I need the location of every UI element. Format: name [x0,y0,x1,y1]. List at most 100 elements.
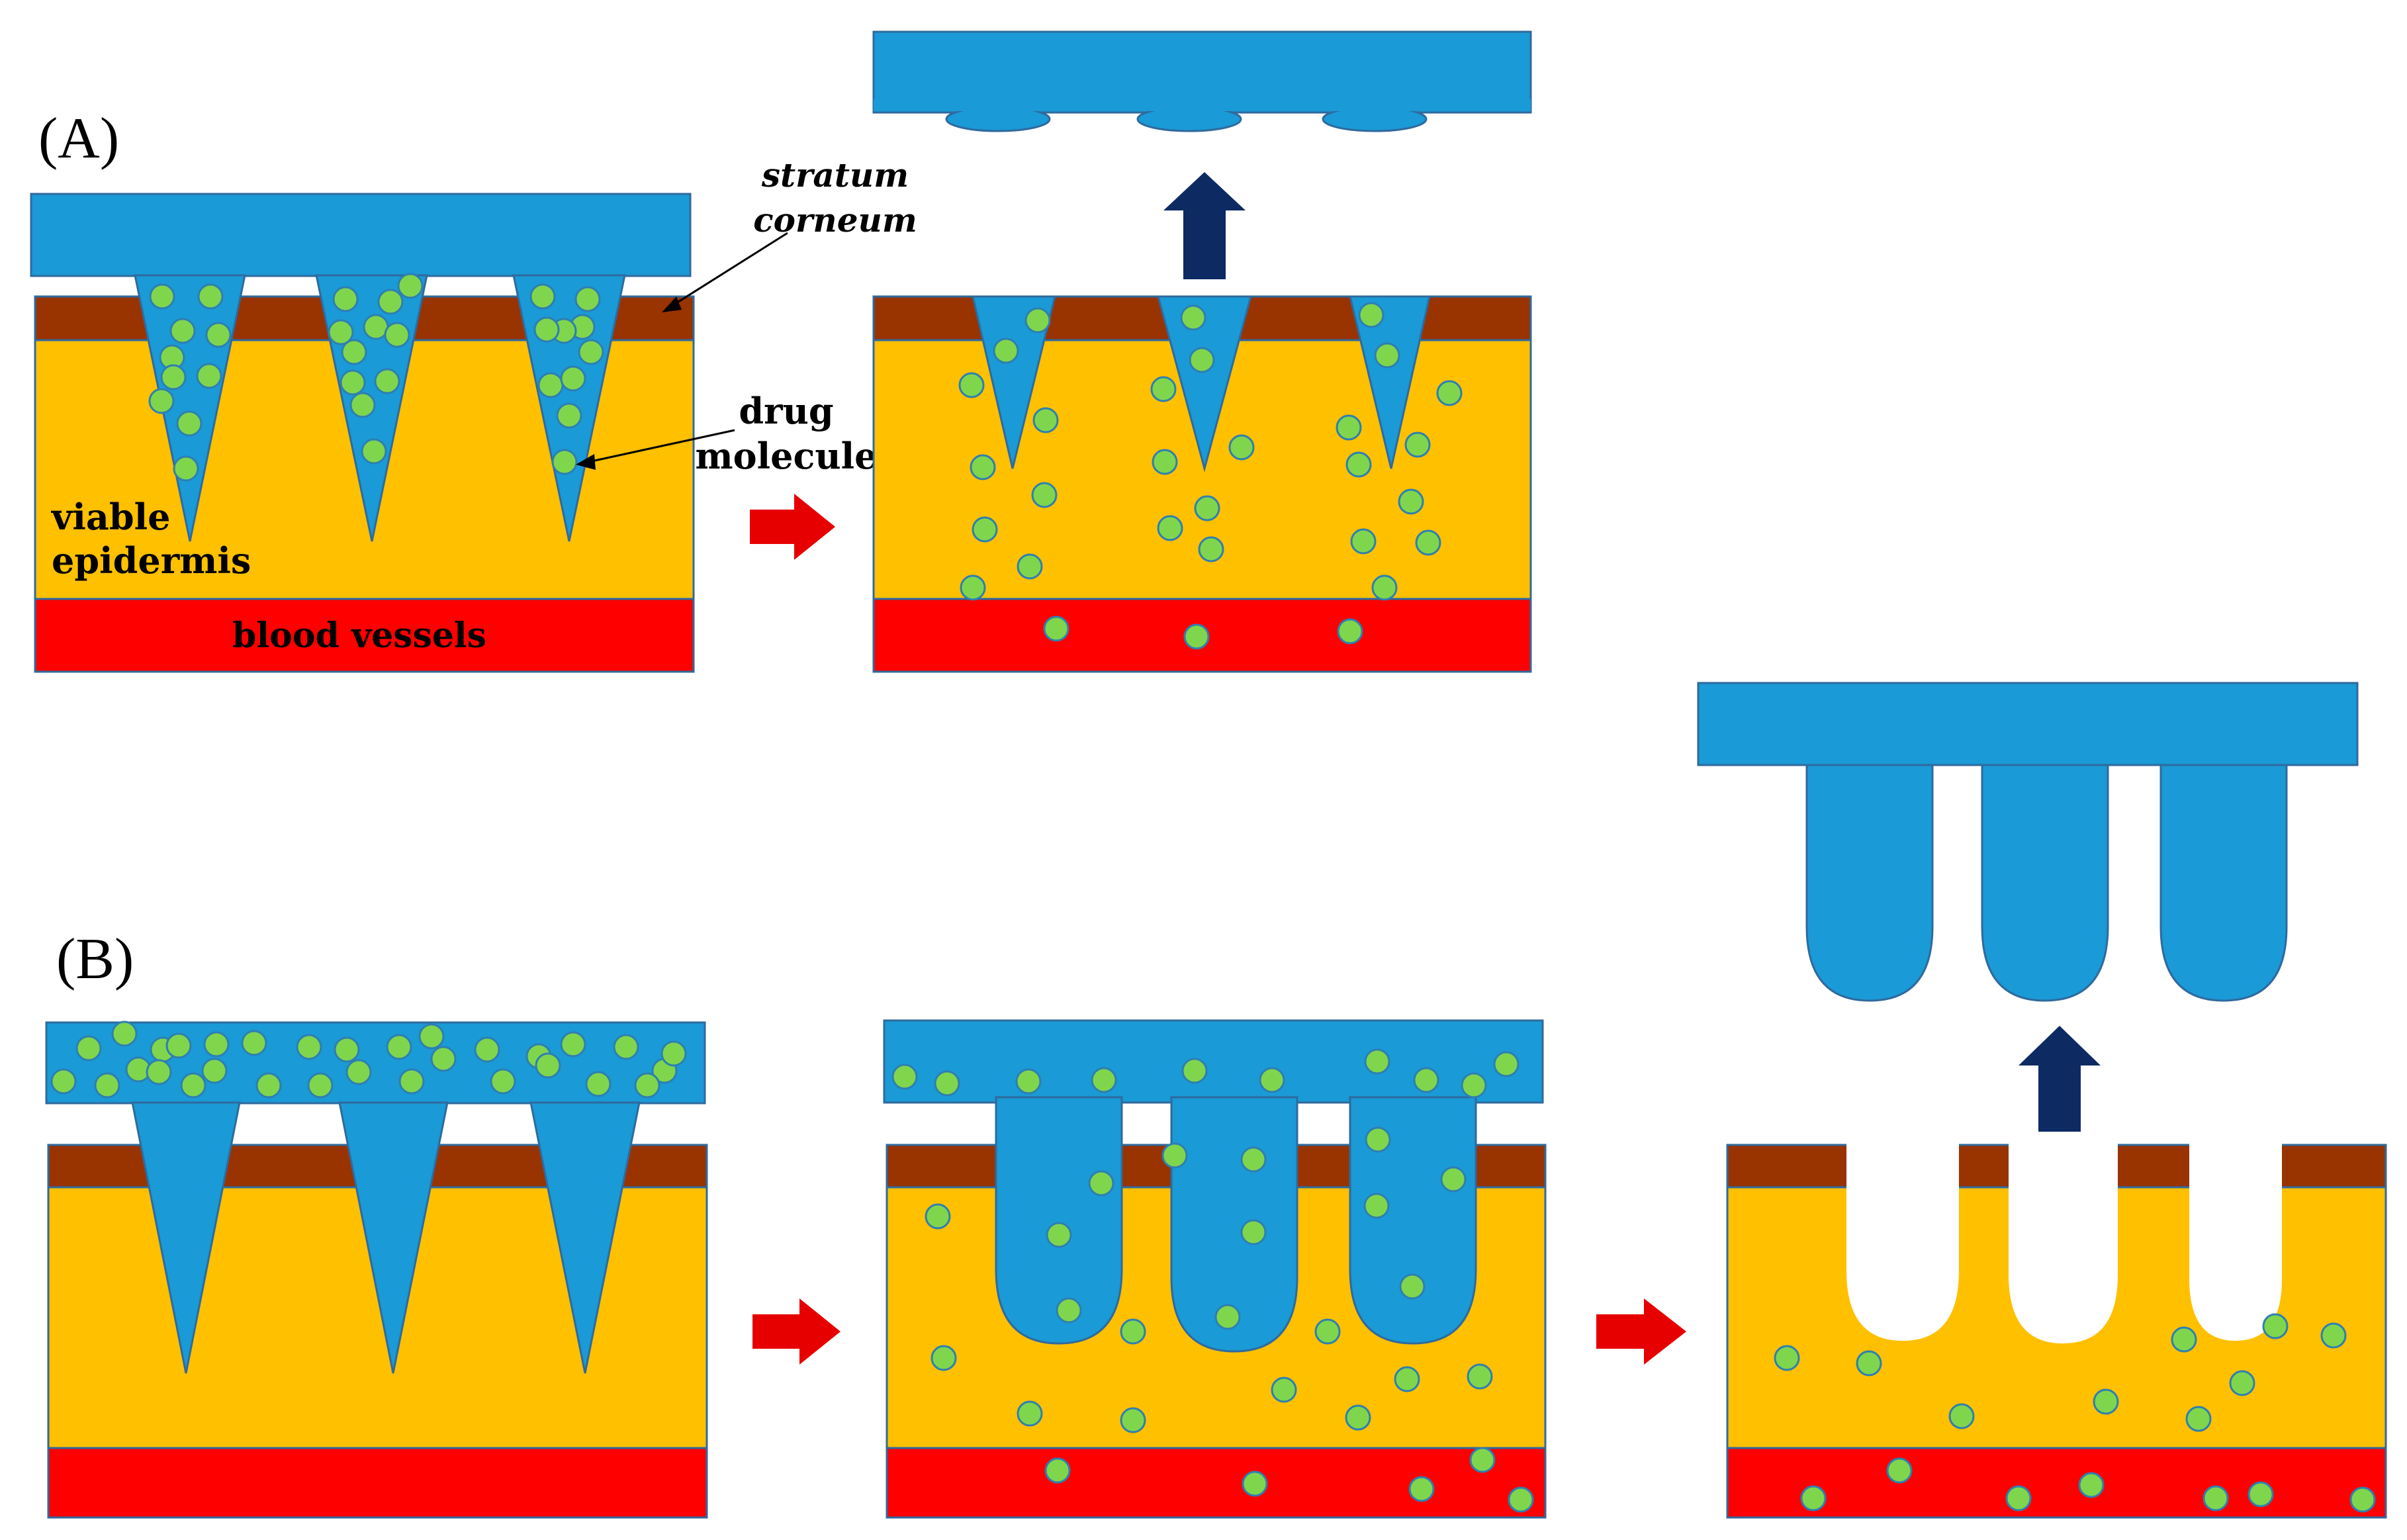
needle-cavity [1846,1142,1959,1341]
drug-molecule [1228,434,1255,461]
removed-backing-b [1697,682,2359,1002]
drug-molecule [578,339,604,365]
drug-molecule [1399,1273,1426,1300]
drug-molecule [551,449,578,475]
drug-molecule [1440,1166,1467,1193]
panel-a-label: (A) [38,107,119,171]
panel-a: (A) blood vessels viable epidermis strat… [30,30,1532,673]
drug-molecule [1364,1048,1390,1075]
microneedle [529,1101,641,1374]
drug-molecule [1394,1366,1420,1392]
drug-molecule [1091,1067,1117,1093]
drug-molecule [345,1059,372,1085]
drug-molecule-label: molecule [695,435,877,477]
drug-molecule [146,1059,172,1085]
drug-molecule [1271,1377,1297,1403]
drug-molecule [993,338,1019,364]
drug-molecule [1180,304,1206,331]
drug-molecule [474,1036,500,1063]
drug-molecule [349,392,376,418]
drug-molecule [613,1034,639,1060]
drug-molecule [1088,1170,1114,1197]
drug-molecule [1408,1476,1435,1502]
pointer-arrowhead [576,454,596,470]
drug-molecule [1856,1350,1882,1377]
drug-molecule [384,322,410,348]
drug-molecule [334,1036,360,1063]
drug-molecule [2185,1406,2212,1432]
drug-molecule [2093,1388,2119,1415]
drug-molecule [1024,307,1051,334]
drug-molecule [2248,1481,2274,1508]
stratum-corneum-label: stratum [761,156,909,195]
drug-molecule [2349,1486,2376,1513]
drug-molecule [556,402,582,429]
microneedle-backing [883,1019,1544,1104]
drug-molecule [328,319,354,345]
panel-b-skin-3 [1726,1142,2387,1519]
drug-molecule [1189,347,1215,373]
drug-molecule [296,1034,322,1060]
microneedle [131,1101,241,1374]
drug-molecule [1183,623,1210,650]
drug-molecule [149,283,175,310]
drug-molecule [1242,1471,1268,1497]
viable-epidermis-label: epidermis [52,539,251,582]
blood-vessels-layer [1726,1447,2387,1519]
drug-molecule [196,363,222,389]
panel-a-skin-1: blood vessels viable epidermis [30,193,695,673]
drug-molecule [1948,1403,1975,1429]
swollen-needle [2159,760,2288,1002]
swollen-needle [1981,760,2109,1002]
drug-molecule [374,368,400,394]
drug-molecule [960,574,986,601]
drug-molecule-pointer [582,429,735,465]
drug-molecule [972,516,998,543]
drug-molecule [2229,1370,2255,1396]
drug-molecule-label: drug [739,390,833,432]
drug-molecule [634,1072,660,1099]
drug-molecule [418,1023,445,1050]
drug-molecule [1374,342,1400,369]
drug-molecule [1240,1219,1267,1246]
pointer-arrowhead [662,296,682,312]
drug-molecule [1043,615,1069,642]
blood-vessels-layer [47,1447,708,1519]
drug-molecule [1371,574,1398,601]
panel-b-skin-2 [883,1019,1547,1519]
drug-molecule [1404,431,1431,458]
drug-molecule [574,286,601,312]
drug-molecule [585,1071,612,1097]
drug-molecule [1365,1126,1391,1153]
drug-molecule [1017,1400,1043,1427]
blood-vessels-layer [34,598,695,673]
drug-molecule [386,1034,412,1060]
drug-molecule [169,318,196,344]
drug-molecule [173,455,199,482]
drug-molecule [1157,515,1183,541]
drug-molecule [176,410,203,437]
drug-molecule [533,316,560,343]
drug-molecule [1214,1304,1241,1330]
drug-molecule [560,1031,586,1058]
drug-molecule [1240,1146,1267,1173]
drug-molecule [111,1020,138,1047]
drug-molecule [340,369,366,396]
drug-molecule [1181,1058,1208,1084]
swollen-needle [1805,760,1934,1002]
drug-molecule [255,1072,282,1099]
drug-molecule [1259,1067,1285,1093]
drug-molecule [931,1345,957,1371]
annotations: stratum corneum drug molecule [576,156,917,477]
removed-backing-a [872,30,1532,132]
drug-molecule [1774,1345,1800,1371]
drug-molecule [1886,1457,1913,1484]
drug-molecule [341,339,367,365]
drug-molecule [1336,414,1362,441]
drug-molecule [1015,1068,1042,1095]
swollen-needle [995,1096,1123,1345]
blood-vessels-layer [886,1447,1547,1519]
drug-molecule [75,1035,102,1062]
